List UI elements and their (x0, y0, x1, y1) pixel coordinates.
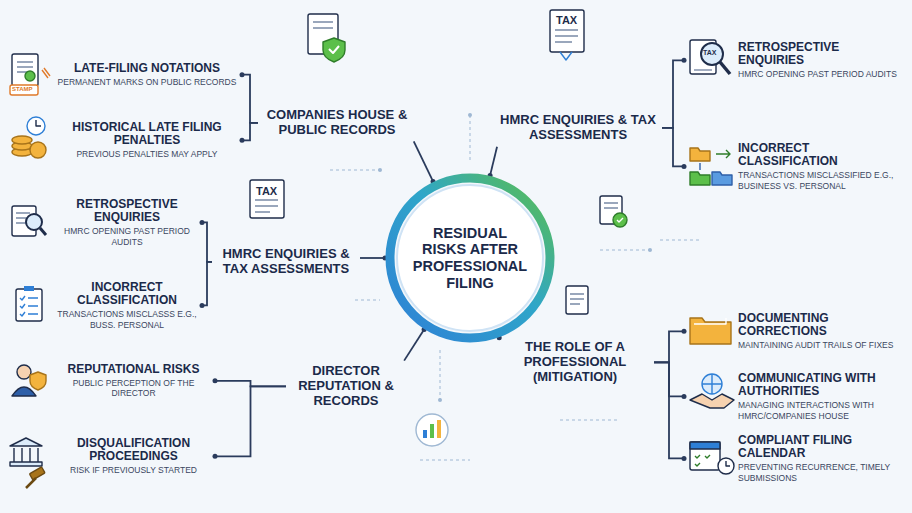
icon-text: TAX (556, 14, 577, 26)
description: PERMANENT MARKS ON PUBLIC RECORDS (56, 77, 238, 87)
heading: COMPLIANT FILING CALENDAR (738, 434, 906, 460)
heading: RESIDUAL RISKS AFTER PROFESSIONAL FILING (409, 225, 531, 292)
folder-icon (690, 318, 731, 344)
connector (662, 60, 684, 128)
connector (654, 362, 684, 458)
connector (654, 331, 684, 362)
center-circle: RESIDUAL RISKS AFTER PROFESSIONAL FILING (385, 173, 555, 343)
connector (242, 75, 258, 123)
connector (662, 128, 684, 166)
mitigation-item: COMPLIANT FILING CALENDARPREVENTING RECU… (688, 434, 906, 483)
heading: COMPANIES HOUSE & PUBLIC RECORDS (262, 108, 412, 138)
person-shield-icon (12, 365, 46, 396)
heading: RETROSPECTIVE ENQUIRIES (738, 41, 906, 67)
connector (404, 330, 424, 361)
document-stamp-icon (10, 54, 50, 95)
connector (215, 386, 286, 456)
risk-item: REPUTATIONAL RISKS PUBLIC PERCEPTION OF T… (6, 363, 211, 399)
clipboard-icon (16, 286, 42, 321)
description: PREVIOUS PENALTIES MAY APPLY (56, 149, 238, 159)
heading: LATE-FILING NOTATIONS (56, 62, 238, 75)
description: PREVENTING RECURRENCE, TIMELY SUBMISSION… (738, 462, 906, 482)
magnifier-doc-icon (12, 206, 46, 236)
heading: INCORRECT CLASSIFICATION (56, 281, 198, 307)
icon-text: TAX (256, 185, 277, 197)
heading: RETROSPECTIVE ENQUIRIES (56, 198, 198, 224)
heading: HMRC ENQUIRIES & TAX ASSESSMENTS (498, 113, 658, 143)
connector (202, 262, 212, 305)
heading: COMMUNICATING WITH AUTHORITIES (738, 372, 906, 398)
risk-item: LATE-FILING NOTATIONS PERMANENT MARKS ON … (6, 62, 238, 87)
icon-text: STAMP (12, 86, 33, 92)
risk-item: INCORRECT CLASSIFICATIONTRANSACTIONS MIS… (6, 281, 198, 330)
description: MAINTAINING AUDIT TRAILS OF FIXES (738, 340, 906, 350)
connector (414, 141, 433, 181)
connector (202, 222, 212, 262)
court-gavel-icon (10, 438, 45, 488)
description: HMRC OPENING PAST PERIOD AUDITS (738, 69, 906, 79)
heading: REPUTATIONAL RISKS (56, 363, 211, 376)
risk-item: DISQUALIFICATION PROCEEDINGS RISK IF PREV… (6, 437, 211, 476)
branch-heading: COMPANIES HOUSE & PUBLIC RECORDS (262, 108, 412, 138)
icon-text: TAX (703, 49, 716, 56)
heading: DISQUALIFICATION PROCEEDINGS (56, 437, 211, 463)
chart-icon (416, 414, 448, 446)
connector (242, 123, 258, 140)
tax-document-icon (550, 10, 584, 60)
check-document-icon (600, 196, 627, 227)
risk-item: RETROSPECTIVE ENQUIRIES HMRC OPENING PAST… (688, 41, 906, 80)
handshake-globe-icon (690, 374, 734, 408)
heading: DOCUMENTING CORRECTIONS (738, 312, 906, 338)
branch-heading: DIRECTOR REPUTATION & RECORDS (290, 364, 402, 409)
document-icon (566, 286, 588, 314)
coins-clock-icon (12, 117, 46, 158)
tax-document-icon (250, 180, 284, 218)
description: PUBLIC PERCEPTION OF THE DIRECTOR (56, 378, 211, 398)
folders-arrows-icon (690, 148, 732, 185)
heading: HMRC ENQUIRIES & TAX ASSESSMENTS (216, 247, 356, 277)
branch-heading: HMRC ENQUIRIES & TAX ASSESSMENTS (498, 113, 658, 143)
branch-heading: HMRC ENQUIRIES & TAX ASSESSMENTS (216, 247, 356, 277)
mitigation-item: DOCUMENTING CORRECTIONS MAINTAINING AUDIT… (688, 312, 906, 351)
branch-heading: THE ROLE OF A PROFESSIONAL (MITIGATION) (500, 340, 650, 385)
connector (490, 147, 497, 176)
risk-item: RETROSPECTIVE ENQUIRIESHMRC OPENING PAST… (6, 198, 198, 247)
description: TRANSACTIONS MISCLASSS E.G., BUSS. PERSO… (56, 309, 198, 329)
risk-item: INCORRECT CLASSIFICATIONTRANSACTIONS MIS… (688, 142, 906, 191)
description: MANAGING INTERACTIONS WITH HMRC/COMPANIE… (738, 400, 906, 420)
tax-magnifier-icon (690, 40, 730, 74)
heading: THE ROLE OF A PROFESSIONAL (MITIGATION) (500, 340, 650, 385)
heading: HISTORICAL LATE FILING PENALTIES (56, 121, 238, 147)
heading: DIRECTOR REPUTATION & RECORDS (290, 364, 402, 409)
calendar-stopwatch-icon (690, 442, 734, 474)
description: HMRC OPENING PAST PERIOD AUDITS (56, 226, 198, 246)
description: RISK IF PREVIOUSLY STARTED (56, 465, 211, 475)
risk-item: HISTORICAL LATE FILING PENALTIES PREVIOUS… (6, 121, 238, 160)
connector (360, 257, 385, 259)
heading: INCORRECT CLASSIFICATION (738, 142, 906, 168)
mitigation-item: COMMUNICATING WITH AUTHORITIESMANAGING I… (688, 372, 906, 421)
description: TRANSACTIONS MISCLASSIFIED E.G., BUSINES… (738, 170, 906, 190)
shield-document-icon (308, 14, 345, 62)
